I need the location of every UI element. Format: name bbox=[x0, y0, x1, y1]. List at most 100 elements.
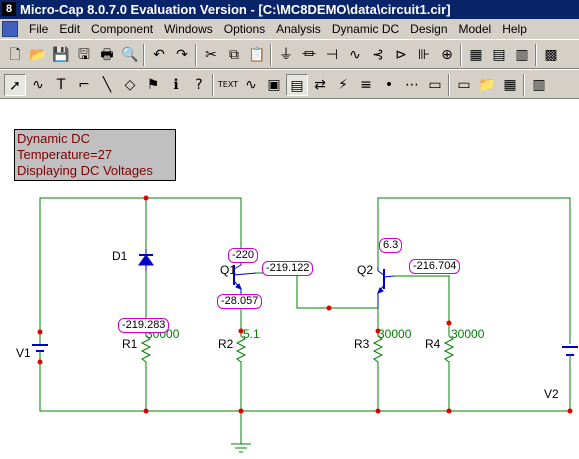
toolbar-separator bbox=[523, 74, 525, 96]
menu-bar: File Edit Component Windows Options Analysis D… bbox=[0, 19, 579, 39]
d1-r1-node-voltage[interactable]: -219.283 bbox=[118, 318, 170, 333]
menu-component[interactable]: Component bbox=[91, 22, 154, 36]
wire-q1-q2 bbox=[256, 272, 378, 309]
source-component-icon[interactable]: ⊕ bbox=[441, 47, 453, 63]
component-mode-icon[interactable]: ∿ bbox=[32, 77, 44, 93]
menu-dynamic-dc[interactable]: Dynamic DC bbox=[331, 22, 400, 36]
schematic-window-icon[interactable]: ▦ bbox=[469, 47, 483, 63]
toolbar-separator bbox=[535, 44, 537, 66]
menu-model[interactable]: Model bbox=[458, 22, 492, 36]
menu-file[interactable]: File bbox=[29, 22, 49, 36]
v1-label: V1 bbox=[16, 346, 31, 360]
cut-icon[interactable]: ✂ bbox=[205, 47, 217, 63]
node-dots bbox=[37, 195, 573, 414]
capacitor-component-icon[interactable]: ⊣ bbox=[325, 47, 339, 63]
select-mode-icon[interactable]: ➚ bbox=[4, 74, 26, 96]
show-power-icon[interactable]: ⚡ bbox=[338, 77, 348, 93]
d1-diode[interactable] bbox=[138, 249, 154, 271]
new-icon[interactable]: 🗋 bbox=[9, 47, 21, 63]
flag-mode-icon[interactable]: ⚑ bbox=[146, 77, 160, 93]
schematic-drawing bbox=[32, 195, 578, 453]
show-conditions-icon[interactable]: ≡ bbox=[360, 77, 372, 93]
inductor-component-icon[interactable]: ∿ bbox=[349, 47, 361, 63]
r2-resistor[interactable] bbox=[235, 331, 247, 367]
v1-battery[interactable] bbox=[32, 332, 48, 362]
q2-collector-voltage[interactable]: -216.704 bbox=[409, 259, 461, 274]
show-attributes-icon[interactable]: ∿ bbox=[245, 77, 257, 93]
resistor-component-icon[interactable]: ⏛ bbox=[302, 47, 316, 63]
menu-help[interactable]: Help bbox=[502, 22, 527, 36]
q2-base-voltage[interactable]: 6.3 bbox=[379, 238, 403, 253]
temperature-text: Temperature=27 bbox=[17, 147, 113, 162]
q1-collector-voltage[interactable]: -219.122 bbox=[262, 261, 314, 276]
toolbar-separator bbox=[460, 44, 462, 66]
text-window-icon[interactable]: ▤ bbox=[492, 47, 506, 63]
mode-toolbar: ➚ ∿ T ⌐ ╲ ◇ ⚑ ℹ? TEXT ∿ ▣ ▤ ⇄ ⚡ ≡ •— ⋯ ▭ ▭ 📁 ▦ ▥ bbox=[0, 69, 579, 115]
toolbar-separator bbox=[212, 74, 214, 96]
q2-transistor[interactable] bbox=[377, 267, 395, 308]
open-icon[interactable]: 📂 bbox=[29, 47, 47, 63]
text-mode-icon[interactable]: T bbox=[56, 77, 66, 93]
grid-icon[interactable]: ⋯ bbox=[405, 77, 419, 93]
redo-icon[interactable]: ↷ bbox=[176, 47, 188, 63]
window-cascade-icon[interactable]: ▥ bbox=[532, 77, 546, 93]
show-text-icon[interactable]: TEXT bbox=[217, 80, 239, 89]
save-icon[interactable]: 💾 bbox=[52, 47, 70, 63]
wire-bottom bbox=[39, 362, 571, 412]
show-currents-icon[interactable]: ⇄ bbox=[314, 77, 326, 93]
diode-component-icon[interactable]: ⊳ bbox=[395, 47, 407, 63]
document-icon[interactable] bbox=[2, 21, 18, 37]
print-preview-icon[interactable]: 🔍 bbox=[121, 47, 139, 63]
graphics-mode-icon[interactable]: ◇ bbox=[124, 77, 136, 93]
undo-icon[interactable]: ↶ bbox=[153, 47, 165, 63]
r3-label: R3 bbox=[354, 337, 370, 351]
npn-component-icon[interactable]: ⊰ bbox=[372, 47, 384, 63]
copy-icon[interactable]: ⧉ bbox=[229, 47, 239, 63]
battery-component-icon[interactable]: ⊪ bbox=[417, 47, 431, 63]
wire-mode-icon[interactable]: ⌐ bbox=[78, 77, 90, 93]
menu-analysis[interactable]: Analysis bbox=[276, 22, 321, 36]
toolbar-separator bbox=[448, 74, 450, 96]
window-tile-icon[interactable]: ▦ bbox=[503, 77, 517, 93]
q1-emitter-voltage[interactable]: -28.057 bbox=[217, 294, 263, 309]
title-bar: 8 Micro-Cap 8.0.7.0 Evaluation Version -… bbox=[0, 0, 579, 19]
wire-top-right bbox=[377, 197, 571, 344]
show-pin-connections-icon[interactable]: •— bbox=[382, 77, 396, 115]
r4-resistor[interactable] bbox=[443, 331, 455, 367]
rubberband-icon[interactable]: ▭ bbox=[428, 77, 442, 93]
app-icon[interactable]: 8 bbox=[2, 2, 16, 16]
split-window-icon[interactable]: ▥ bbox=[515, 47, 529, 63]
component-bar-icon[interactable]: ▭ bbox=[457, 77, 471, 93]
r1-resistor[interactable] bbox=[140, 331, 152, 367]
print-icon[interactable]: 🖶 bbox=[100, 47, 114, 63]
display-mode-text: Displaying DC Voltages bbox=[17, 163, 153, 178]
diagonal-wire-icon[interactable]: ╲ bbox=[102, 77, 112, 93]
q1-label: Q1 bbox=[220, 263, 237, 277]
r1-label: R1 bbox=[122, 337, 138, 351]
q1-base-voltage[interactable]: -220 bbox=[228, 248, 259, 263]
menu-options[interactable]: Options bbox=[223, 22, 266, 36]
menu-edit[interactable]: Edit bbox=[59, 22, 81, 36]
show-voltages-icon[interactable]: ▤ bbox=[286, 74, 308, 96]
save-all-icon[interactable]: 🖫 bbox=[78, 47, 90, 63]
r4-value: 30000 bbox=[451, 327, 485, 341]
info-mode-icon[interactable]: ℹ bbox=[173, 77, 179, 93]
ground-component-icon[interactable]: ⏚ bbox=[279, 47, 293, 63]
v2-battery[interactable] bbox=[562, 346, 578, 364]
menu-design[interactable]: Design bbox=[410, 22, 448, 36]
paste-icon[interactable]: 📋 bbox=[248, 47, 266, 63]
window-title: Micro-Cap 8.0.7.0 Evaluation Version - [… bbox=[20, 2, 451, 17]
help-mode-icon[interactable]: ? bbox=[195, 77, 203, 93]
toolbar-separator bbox=[143, 44, 145, 66]
toolbar-separator bbox=[270, 44, 272, 66]
show-node-numbers-icon[interactable]: ▣ bbox=[267, 77, 281, 93]
calculator-icon[interactable]: ▩ bbox=[544, 47, 558, 63]
v2-label: V2 bbox=[544, 387, 559, 401]
r2-label: R2 bbox=[218, 337, 234, 351]
menu-windows[interactable]: Windows bbox=[164, 22, 213, 36]
r4-label: R4 bbox=[425, 337, 441, 351]
r3-resistor[interactable] bbox=[372, 331, 384, 367]
schematic-canvas[interactable]: Dynamic DC Temperature=27 Displaying DC … bbox=[0, 99, 579, 459]
properties-icon[interactable]: 📁 bbox=[478, 77, 496, 93]
menu-items: File Edit Component Windows Options Analysis D… bbox=[24, 19, 533, 39]
